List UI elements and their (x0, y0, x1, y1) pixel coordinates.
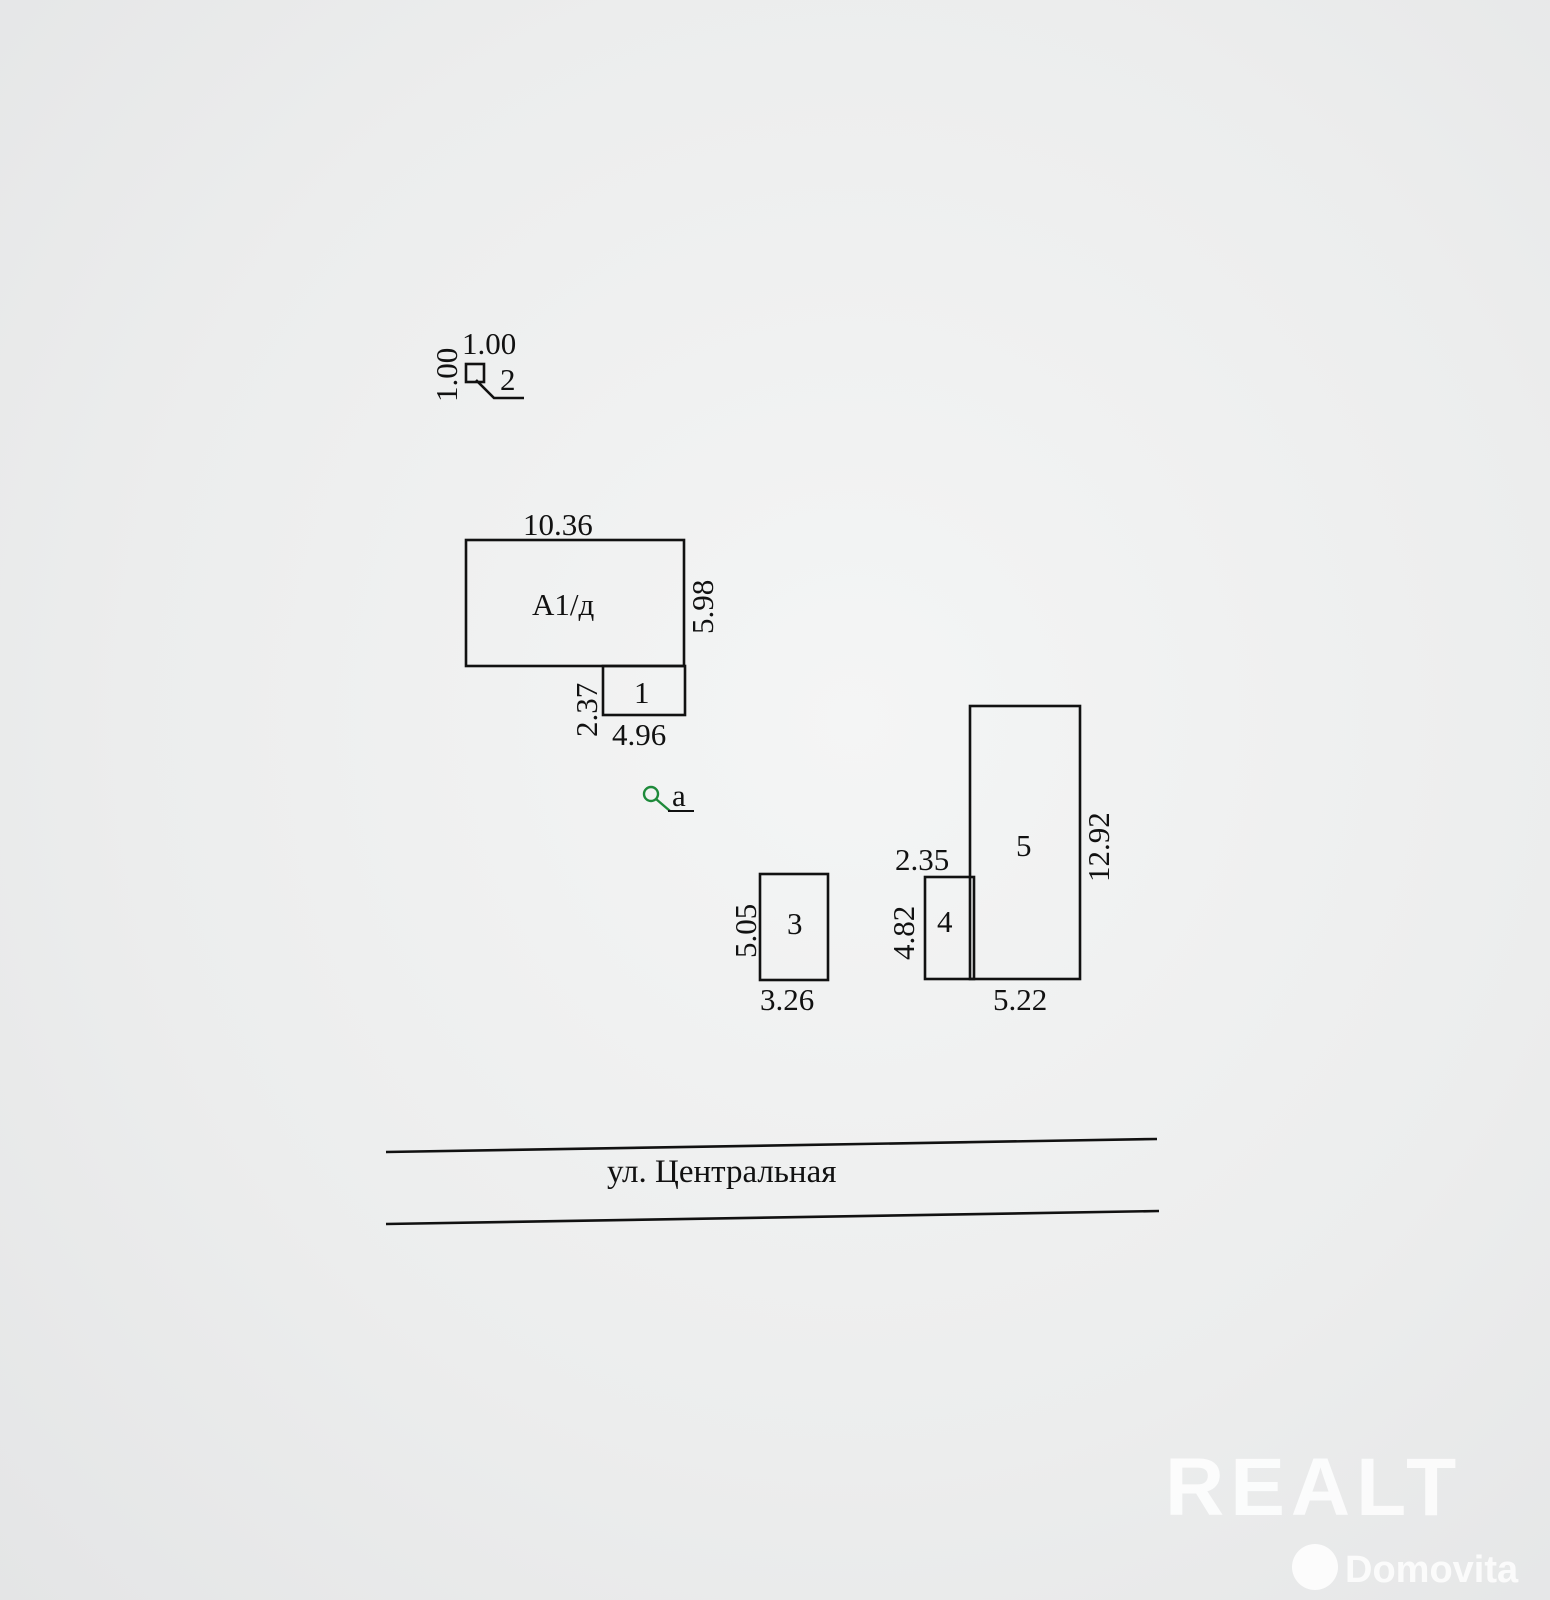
street-name: ул. Центральная (607, 1154, 836, 1190)
building-2-width: 1.00 (462, 326, 516, 361)
building-4-outline (923, 875, 976, 981)
building-a1-depth: 2.37 (569, 683, 604, 737)
building-a1-width: 10.36 (523, 507, 593, 542)
building-5-label: 5 (1016, 828, 1032, 863)
domovita-watermark-logo: Domovita (1345, 1549, 1519, 1591)
building-1-width: 4.96 (612, 717, 666, 752)
building-5-outline (968, 704, 1082, 981)
building-4-label: 4 (937, 904, 953, 939)
building-5-width: 5.22 (993, 982, 1047, 1017)
street-line-bottom (385, 1209, 1160, 1226)
building-1-outline (601, 664, 687, 717)
building-a1-height: 5.98 (685, 580, 720, 634)
realt-watermark-logo: REALT (1165, 1442, 1462, 1533)
building-3-label: 3 (787, 906, 803, 941)
building-2-label: 2 (500, 362, 516, 397)
well-marker-icon (642, 785, 671, 812)
building-3-width: 3.26 (760, 982, 814, 1017)
well-marker-label: а (672, 778, 686, 813)
building-4-depth: 4.82 (886, 906, 921, 960)
building-3-outline (758, 872, 830, 982)
domovita-logo-icon (1292, 1544, 1338, 1590)
building-a1-label: А1/д (532, 587, 595, 622)
building-5-depth: 12.92 (1081, 812, 1116, 882)
building-1-label: 1 (634, 675, 650, 710)
building-3-depth: 5.05 (728, 904, 763, 958)
building-4-width: 2.35 (895, 842, 949, 877)
building-2-depth: 1.00 (429, 348, 464, 402)
building-a1-outline (464, 538, 686, 668)
building-2-leader (475, 379, 524, 400)
street-line-top (385, 1137, 1158, 1154)
building-2-outline (464, 362, 486, 384)
